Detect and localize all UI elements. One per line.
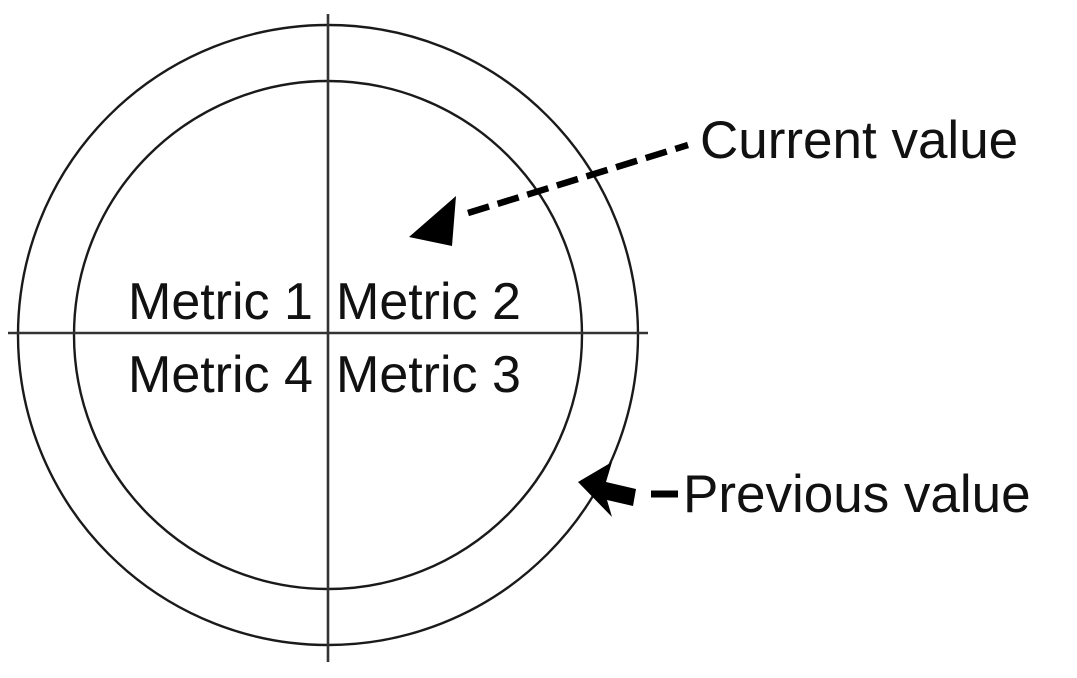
callout-label-previous-value[interactable]: Previous value — [683, 465, 1031, 524]
quadrant-label-metric-4[interactable]: Metric 4 — [128, 346, 313, 404]
quadrant-label-group: Metric 1 Metric 2 Metric 3 Metric 4 — [128, 273, 521, 404]
axis-group — [8, 14, 648, 662]
callout-label-current-value[interactable]: Current value — [700, 111, 1018, 170]
current-value-leader-line — [467, 141, 689, 217]
current-value-arrowhead-icon — [409, 196, 456, 246]
previous-value-arrowhead-icon — [578, 462, 636, 517]
callout-previous-value[interactable]: Previous value — [578, 462, 1031, 524]
quadrant-label-metric-3[interactable]: Metric 3 — [336, 346, 521, 404]
quadrant-label-metric-2[interactable]: Metric 2 — [336, 273, 521, 331]
callout-current-value[interactable]: Current value — [409, 111, 1018, 246]
quadrant-label-metric-1[interactable]: Metric 1 — [128, 273, 313, 331]
